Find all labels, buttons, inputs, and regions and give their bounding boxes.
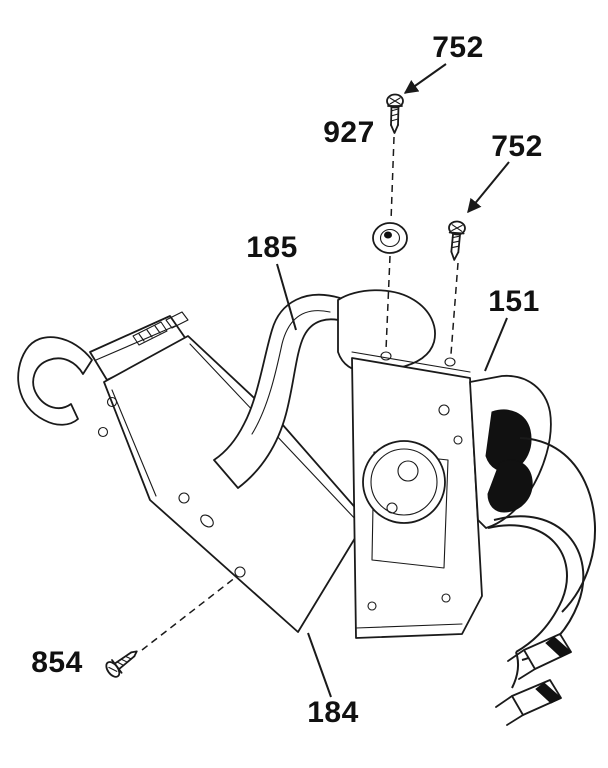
spade-terminal [495,679,562,726]
plate-slot-hole [200,514,214,528]
bracket-drawing [17,311,367,633]
part-label-752-top: 752 [432,31,484,64]
part-labels: 752 927 752 185 151 854 184 [31,31,543,729]
assembly-dashed-lines [141,136,459,651]
rivet [97,426,109,438]
plate-hole [178,492,190,504]
motor-body [362,440,446,524]
flange-slot [165,311,189,329]
part-label-185: 185 [246,231,298,264]
flange-slot [132,321,168,346]
screw-752-top [386,93,404,134]
leader-752-top [403,63,447,94]
arm-band [213,293,347,489]
screw-752-right [445,220,467,262]
screw-854 [105,650,138,678]
spade-terminal [507,633,572,680]
housing-screw-hole [444,357,456,367]
leader-752-right [467,161,510,214]
motor-assembly-drawing [351,351,597,726]
part-label-184: 184 [307,696,359,729]
rivet [106,396,118,408]
hook-catch [17,336,93,426]
motor-shaft [397,460,419,482]
leader-184 [307,632,332,698]
plate-screw-hole [234,566,246,578]
part-label-854: 854 [31,646,83,679]
leader-lines [276,63,510,698]
part-label-151: 151 [488,285,540,318]
part-label-752-right: 752 [491,130,543,163]
grommet-hole [380,351,392,361]
leader-185 [276,263,297,331]
grommet-927 [372,222,408,254]
leader-151 [484,317,508,372]
part-label-927: 927 [323,116,375,149]
lock-lever-black [487,459,533,513]
lock-cam-black [485,409,532,472]
